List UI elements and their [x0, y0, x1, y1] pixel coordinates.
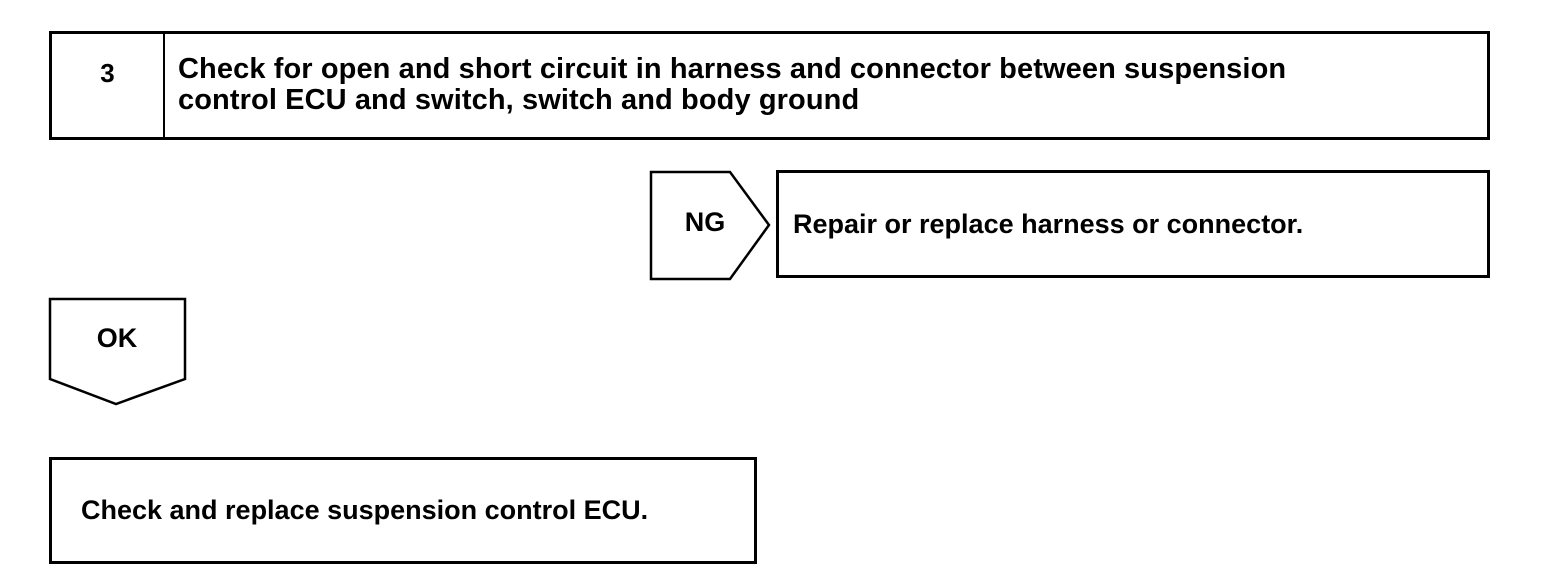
step-header-box: 3 Check for open and short circuit in ha… [49, 31, 1490, 140]
ok-label: OK [96, 323, 138, 353]
ok-action-text: Check and replace suspension control ECU… [81, 495, 649, 525]
step-title-line-1: Check for open and short circuit in harn… [178, 53, 1287, 85]
ok-action-box: Check and replace suspension control ECU… [49, 457, 757, 564]
ng-arrow-shape [649, 170, 771, 281]
ng-label: NG [684, 207, 726, 237]
ng-action-box: Repair or replace harness or connector. [776, 170, 1490, 278]
ng-action-text: Repair or replace harness or connector. [793, 208, 1304, 239]
ok-arrow-shape [48, 297, 187, 406]
step-title: Check for open and short circuit in harn… [165, 34, 1487, 137]
step-number: 3 [52, 34, 165, 137]
step-title-line-2: control ECU and switch, switch and body … [178, 84, 860, 116]
